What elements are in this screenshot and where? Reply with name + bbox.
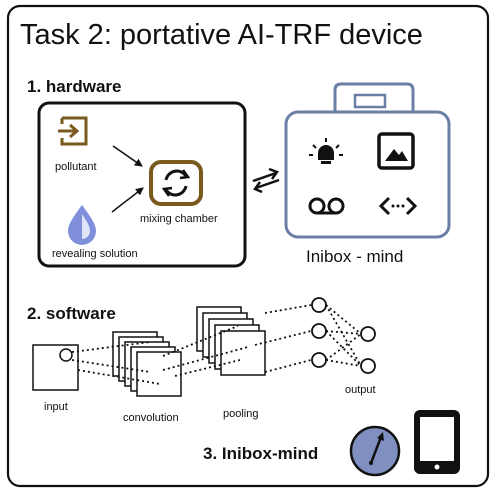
input-node — [59, 348, 73, 362]
image-icon — [377, 132, 415, 170]
inibox-heading: 3. Inibox-mind — [203, 444, 318, 463]
refresh-cycle-icon — [149, 160, 203, 206]
light-bulb-icon — [309, 138, 343, 164]
tablet-icon — [414, 410, 460, 474]
outer-frame — [6, 4, 490, 488]
drop-icon — [68, 205, 96, 245]
solution-to-mixer-arrow — [111, 187, 144, 213]
convolution-stack — [112, 331, 182, 397]
input-square — [32, 344, 79, 391]
hardware-box — [37, 101, 247, 268]
mixing-chamber-label: mixing chamber — [140, 213, 218, 225]
convolution-label: convolution — [123, 412, 179, 424]
software-heading: 2. software — [27, 304, 116, 323]
voicemail-icon — [308, 197, 345, 215]
code-brackets-icon — [378, 196, 418, 216]
pooling-label: pooling — [223, 408, 258, 420]
hardware-heading: 1. hardware — [27, 77, 122, 96]
briefcase-icon — [284, 82, 451, 239]
pollutant-label: pollutant — [55, 161, 97, 173]
input-label: input — [44, 401, 68, 413]
hidden-nodes — [311, 297, 327, 368]
network-connections — [71, 304, 362, 385]
revealing-solution-label: revealing solution — [52, 248, 138, 260]
page-title: Task 2: portative AI-TRF device — [20, 19, 423, 51]
pooling-stack — [196, 306, 266, 376]
output-label: output — [345, 384, 376, 396]
gauge-needle-icon — [349, 425, 401, 477]
output-nodes — [360, 326, 376, 374]
pollutant-to-mixer-arrow — [112, 145, 143, 167]
bidirectional-arrows-icon — [252, 167, 280, 194]
enter-arrow-icon — [58, 116, 88, 146]
device-label: Inibox - mind — [306, 247, 403, 266]
